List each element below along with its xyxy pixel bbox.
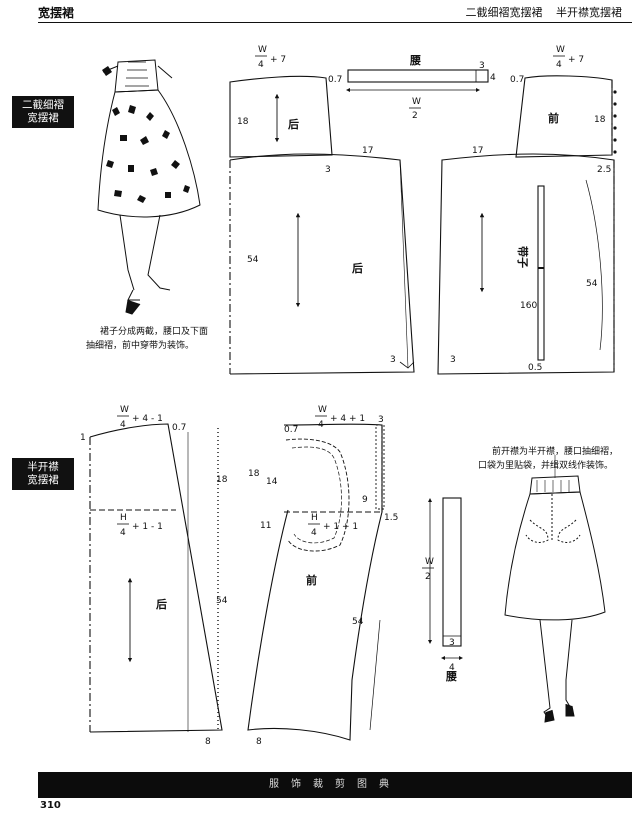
s1-d3c: 3 <box>479 61 485 71</box>
header-subtitle-2: 半开襟宽摆裙 <box>556 6 622 19</box>
s1-front-skirt <box>437 153 615 375</box>
s1-tie-label: 带子 <box>516 246 530 268</box>
s1-d18b: 18 <box>594 115 606 125</box>
s1-back-w-den: 4 <box>258 60 264 70</box>
s1-back-skirt-label: 后 <box>352 261 363 275</box>
s1-d17a: 17 <box>362 146 373 156</box>
page-number: 310 <box>40 800 61 811</box>
s2-d18b: 18 <box>248 469 260 479</box>
s1-back-yoke-label: 后 <box>288 117 299 131</box>
s2-back-w-add: + 4 - 1 <box>132 414 163 424</box>
section1-note-line2: 抽细褶，前中穿带为装饰。 <box>86 341 195 351</box>
s1-back-label-group: 后 后 前 腰 带子 <box>288 54 559 275</box>
s1-back-w-num: W <box>258 45 267 55</box>
s1-d18a: 18 <box>237 117 249 127</box>
s2-dimensions: W 4 + 4 - 1 1 0.7 18 H 4 + 1 - 1 54 8 W … <box>80 405 455 747</box>
s2-d1: 1 <box>80 433 86 443</box>
s2-d15: 1.5 <box>384 513 398 523</box>
s2-d18a: 18 <box>216 475 228 485</box>
s2-d3b: 3 <box>449 638 455 648</box>
s2-d54b: 54 <box>352 617 364 627</box>
s1-d3d: 3 <box>450 355 456 365</box>
s2-front-panel <box>247 423 385 741</box>
s2-front-h-num: H <box>311 513 318 523</box>
header-rule <box>38 22 632 23</box>
s2-back-w-den: 4 <box>120 420 126 430</box>
s2-d11: 11 <box>260 521 271 531</box>
s2-d3a: 3 <box>378 415 384 425</box>
section2-note-line1: 前开襟为半开襟，腰口抽细褶， <box>492 447 619 457</box>
s2-d07b: 0.7 <box>284 425 298 435</box>
s2-back-h-den: 4 <box>120 528 126 538</box>
section1-label-line1: 二截细褶 <box>22 99 64 111</box>
s2-d9: 9 <box>362 495 368 505</box>
s1-d54a: 54 <box>247 255 259 265</box>
s2-front-label: 前 <box>306 573 317 587</box>
s2-back-label: 后 <box>156 597 167 611</box>
section2-note: 前开襟为半开襟，腰口抽细褶， 口袋为里贴袋，并缉双线作装饰。 <box>478 445 618 473</box>
s1-front-yoke <box>515 75 617 158</box>
s1-d07b: 0.7 <box>510 75 524 85</box>
s2-d14: 14 <box>266 477 278 487</box>
s1-d07a: 0.7 <box>328 75 342 85</box>
s1-d17b: 17 <box>472 146 483 156</box>
s1-d05: 0.5 <box>528 363 542 373</box>
s2-front-w-num: W <box>318 405 327 415</box>
s2-front-h-add: + 1 + 1 <box>323 522 358 532</box>
s1-d160: 160 <box>520 301 537 311</box>
s1-band-w-num: W <box>412 97 421 107</box>
header-subtitles: 二截细褶宽摆裙 半开襟宽摆裙 <box>456 4 623 20</box>
section2-label: 半开襟 宽摆裙 <box>12 458 74 490</box>
s1-front-w-num: W <box>556 45 565 55</box>
s2-front-h-den: 4 <box>311 528 317 538</box>
s1-front-w-add: + 7 <box>568 55 584 65</box>
s2-d8a: 8 <box>205 737 211 747</box>
section1-label: 二截细褶 宽摆裙 <box>12 96 74 128</box>
s2-waistband <box>428 497 463 660</box>
s1-front-yoke-label: 前 <box>548 111 559 125</box>
section2-label-line2: 宽摆裙 <box>27 474 59 486</box>
s1-d3b: 3 <box>390 355 396 365</box>
s2-front-w-den: 4 <box>318 420 324 430</box>
s1-dimensions: W 4 + 7 0.7 18 3 17 54 3 W 2 3 4 0.7 W 4… <box>237 45 611 373</box>
section1-note: 裙子分成两截，腰口及下面 抽细褶，前中穿带为装饰。 <box>86 325 208 353</box>
s1-back-w-add: + 7 <box>270 55 286 65</box>
s1-waistband-label: 腰 <box>409 54 421 67</box>
header-subtitle-1: 二截细褶宽摆裙 <box>465 6 543 19</box>
s2-d4: 4 <box>449 663 455 673</box>
footer-band: 服饰裁剪图典 <box>38 772 632 798</box>
s2-front-w-add: + 4 + 1 <box>330 414 365 424</box>
s1-band-w-den: 2 <box>412 111 418 121</box>
s1-front-w-den: 4 <box>556 60 562 70</box>
s1-d4: 4 <box>490 73 496 83</box>
s1-back-yoke <box>229 75 333 158</box>
s1-d3a: 3 <box>325 165 331 175</box>
s1-tie-strip <box>537 185 545 361</box>
skirt2-figure-illustration <box>504 455 606 723</box>
s2-back-h-num: H <box>120 513 127 523</box>
section2-label-line1: 半开襟 <box>27 461 59 473</box>
s2-band-w-den: 2 <box>425 572 431 582</box>
s2-back-h-add: + 1 - 1 <box>132 522 163 532</box>
s1-waistband <box>346 69 489 92</box>
s2-labels: 后 前 腰 <box>156 573 457 683</box>
s1-back-skirt <box>229 153 415 375</box>
s1-d25: 2.5 <box>597 165 611 175</box>
header-title: 宽摆裙 <box>38 6 75 20</box>
s2-back-panel <box>89 423 223 733</box>
section1-label-line2: 宽摆裙 <box>27 112 59 124</box>
section1-note-line1: 裙子分成两截，腰口及下面 <box>100 327 209 337</box>
skirt1-figure-illustration <box>97 59 201 315</box>
s1-d54b: 54 <box>586 279 598 289</box>
s2-waistband-label: 腰 <box>445 670 457 683</box>
s2-back-w-num: W <box>120 405 129 415</box>
s2-d54a: 54 <box>216 596 228 606</box>
s2-d8b: 8 <box>256 737 262 747</box>
s2-band-w-num: W <box>425 557 434 567</box>
section2-note-line2: 口袋为里贴袋，并缉双线作装饰。 <box>478 461 614 471</box>
s2-d07a: 0.7 <box>172 423 186 433</box>
